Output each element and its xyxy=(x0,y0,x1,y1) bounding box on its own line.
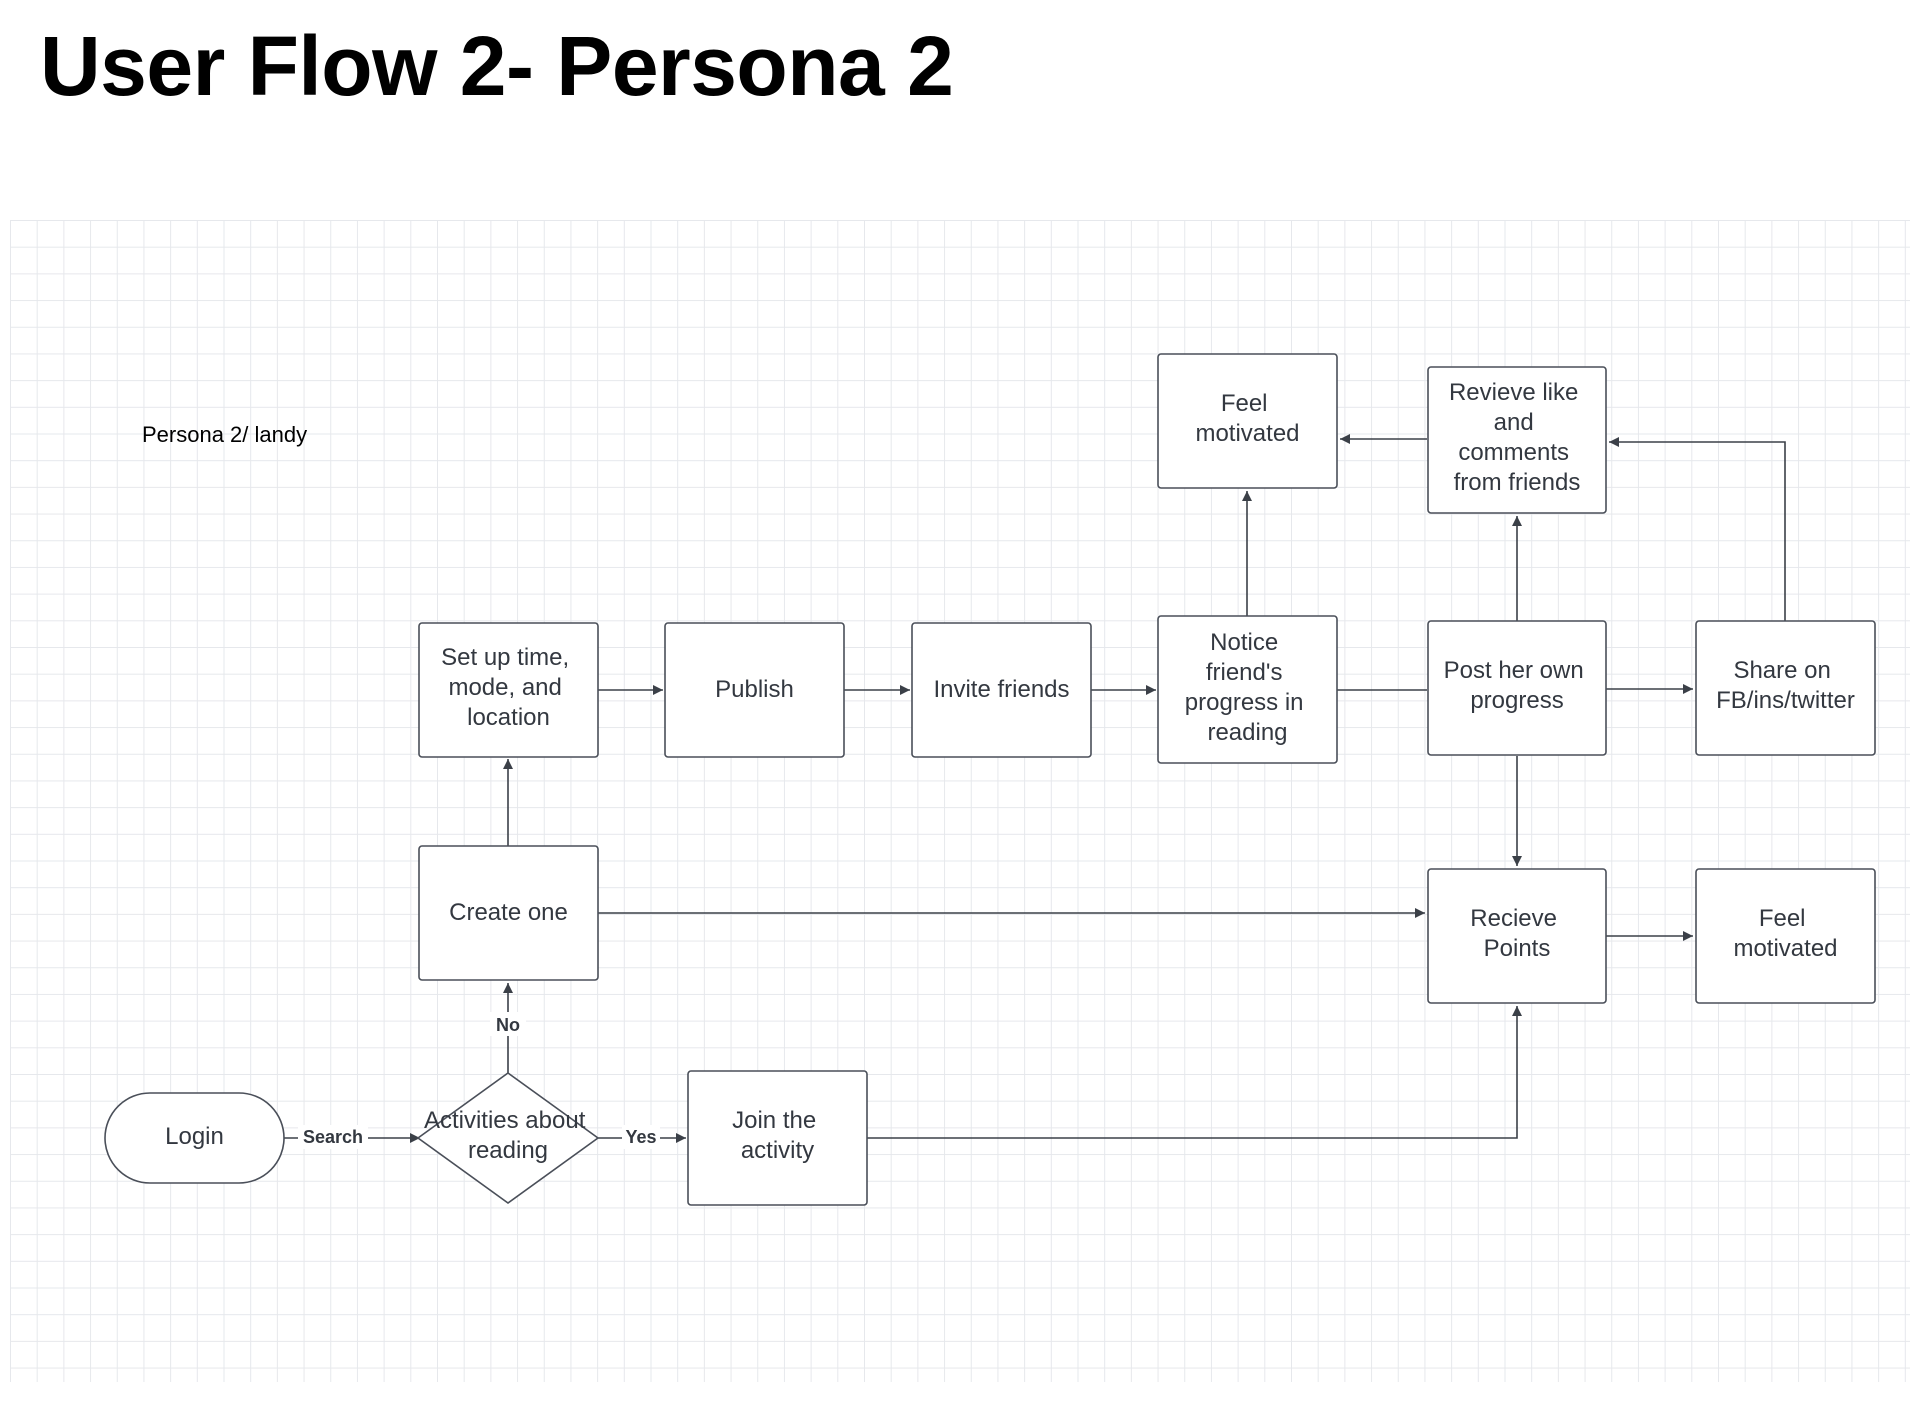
node-points-line: Recieve xyxy=(1470,905,1557,932)
edge-label-yes: Yes xyxy=(625,1127,656,1147)
node-post-line: progress xyxy=(1470,687,1563,714)
node-login: Login xyxy=(104,1092,285,1184)
node-publish: Publish xyxy=(664,622,845,758)
page-title: User Flow 2- Persona 2 xyxy=(40,19,954,113)
node-login-label: Login xyxy=(165,1123,224,1150)
node-decision-line: reading xyxy=(468,1137,548,1164)
node-setup-line: mode, and xyxy=(448,674,561,701)
node-feel-bottom-line: motivated xyxy=(1733,935,1837,962)
node-notice-line: progress in xyxy=(1185,689,1304,716)
node-post-line: Post her own xyxy=(1444,657,1584,684)
node-feel-motivated-bottom: Feel motivated xyxy=(1695,868,1876,1004)
svg-text:Recieve Points: Recieve Points xyxy=(1470,905,1563,962)
node-notice-line: friend's xyxy=(1206,659,1283,686)
svg-text:Share on FB/ins/twitter: Share on FB/ins/twitter xyxy=(1716,657,1855,714)
svg-text:Post her own progress: Post her own progress xyxy=(1444,657,1591,714)
node-feel-motivated-top: Feel motivated xyxy=(1157,353,1338,489)
node-setup-line: Set up time, xyxy=(441,644,569,671)
edge-label-search: Search xyxy=(303,1127,363,1147)
node-post-progress: Post her own progress xyxy=(1427,620,1607,756)
svg-text:Join the activity: Join the activity xyxy=(732,1107,823,1164)
node-invite-friends: Invite friends xyxy=(911,622,1092,758)
node-likes-line: from friends xyxy=(1454,469,1581,496)
persona-label: Persona 2/ landy xyxy=(142,422,308,447)
node-publish-label: Publish xyxy=(715,676,794,703)
node-join-line: Join the xyxy=(732,1107,816,1134)
node-create-one: Create one xyxy=(418,845,599,981)
edge-label-no: No xyxy=(496,1015,520,1035)
node-feel-top-line: Feel xyxy=(1221,390,1268,417)
node-receive-points: Recieve Points xyxy=(1427,868,1607,1004)
node-notice-progress: Notice friend's progress in reading xyxy=(1157,615,1338,764)
node-notice-line: Notice xyxy=(1210,629,1278,656)
node-share-line: Share on xyxy=(1733,657,1830,684)
node-setup-line: location xyxy=(467,704,550,731)
node-join-line: activity xyxy=(741,1137,814,1164)
node-likes-line: Revieve like xyxy=(1449,379,1578,406)
node-join-activity: Join the activity xyxy=(687,1070,868,1206)
node-create-label: Create one xyxy=(449,899,568,926)
node-points-line: Points xyxy=(1484,935,1551,962)
node-notice-line: reading xyxy=(1207,719,1287,746)
node-likes-line: and xyxy=(1494,409,1534,436)
svg-text:Activities about reading: Activities about reading xyxy=(424,1107,592,1164)
node-share: Share on FB/ins/twitter xyxy=(1695,620,1876,756)
node-share-line: FB/ins/twitter xyxy=(1716,687,1855,714)
node-setup: Set up time, mode, and location xyxy=(418,622,599,758)
node-feel-bottom-line: Feel xyxy=(1759,905,1806,932)
svg-text:Notice friend's pr: Notice friend's progress in reading xyxy=(1185,629,1310,746)
edge-labels: Search Yes No xyxy=(298,1012,660,1149)
svg-text:Feel motivated: Feel motivated xyxy=(1733,905,1837,962)
node-feel-top-line: motivated xyxy=(1195,420,1299,447)
svg-text:Revieve like and c: Revieve like and comments from friends xyxy=(1449,379,1585,496)
svg-text:Set up time, mode, and: Set up time, mode, and location xyxy=(441,644,576,731)
node-invite-label: Invite friends xyxy=(933,676,1069,703)
edge-join-to-points xyxy=(867,1006,1522,1139)
node-decision: Activities about reading xyxy=(416,1072,600,1204)
node-decision-line: Activities about xyxy=(424,1107,586,1134)
node-likes-line: comments xyxy=(1458,439,1569,466)
edge-share-to-likes xyxy=(1609,437,1786,621)
node-receive-likes: Revieve like and comments from friends xyxy=(1427,366,1607,514)
svg-text:Feel motivated: Feel motivated xyxy=(1195,390,1299,447)
